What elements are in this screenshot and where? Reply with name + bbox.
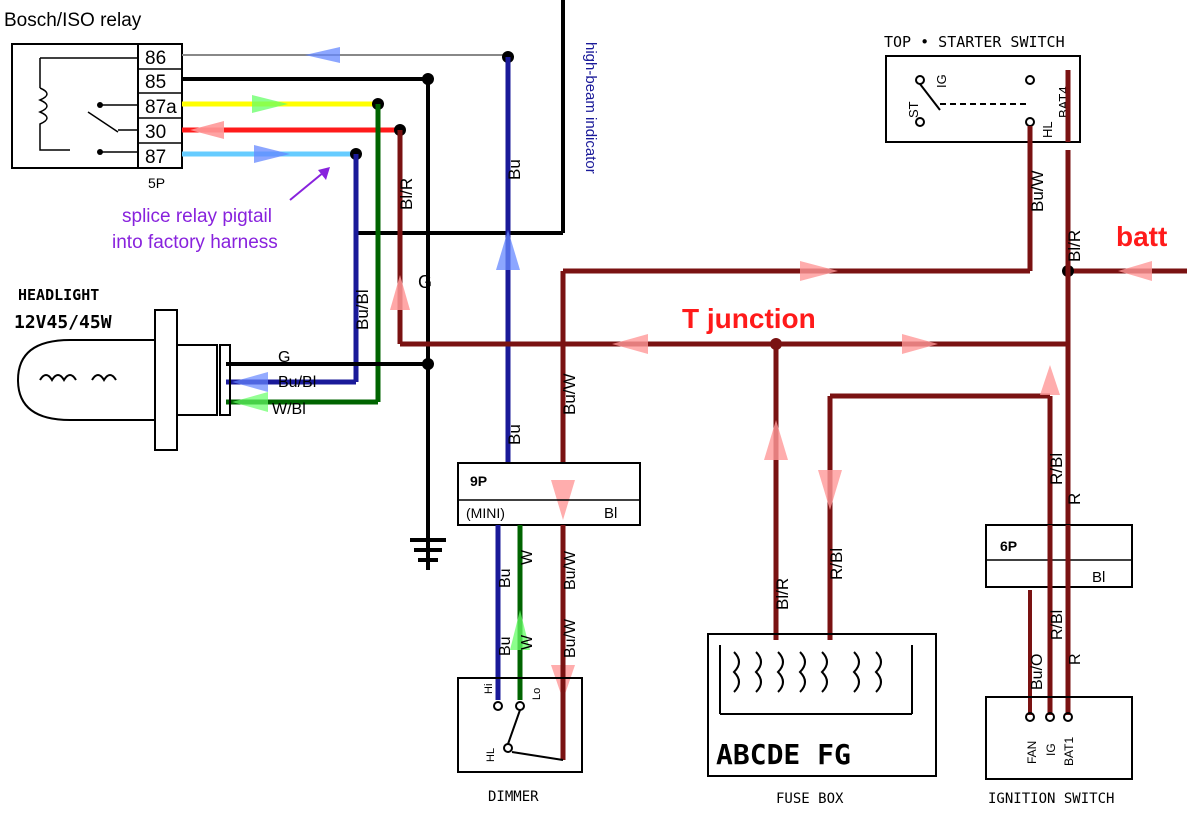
fuse-box: ABCDE FG FUSE BOX — [707, 633, 937, 807]
coil-icon — [38, 58, 70, 151]
starter-pin-hl: HL — [1040, 121, 1055, 138]
arrow-upper-icon — [800, 261, 838, 281]
label-bu-mid: Bu — [505, 424, 524, 445]
harness-wires — [226, 0, 565, 570]
relay-pin-85: 85 — [145, 72, 166, 93]
high-beam-indicator-label: high-beam indicator — [582, 42, 599, 174]
headlight-wire-w-bl: W/Bl — [272, 401, 306, 418]
ignition-switch: FAN IG BAT1 IGNITION SWITCH — [985, 696, 1133, 807]
relay: Bosch/ISO relay 86 85 87a 30 87 5P — [4, 10, 183, 191]
relay-wires — [182, 47, 514, 163]
label-r-bl-fuse: R/Bl — [827, 548, 846, 580]
relay-pin-86: 86 — [145, 48, 166, 69]
dimmer-hl: HL — [485, 748, 497, 762]
arrow-w-icon — [510, 610, 530, 650]
label-r-bl-ign: R/Bl — [1047, 453, 1066, 485]
ign-pin-ig: IG — [1044, 743, 1058, 756]
fuse-box-title: FUSE BOX — [776, 791, 844, 807]
label-bl-r: Bl/R — [397, 178, 416, 210]
relay-connector: 5P — [148, 175, 165, 191]
arrow-30-icon — [190, 121, 224, 139]
connector-9p-name: 9P — [470, 473, 487, 489]
label-r-6p: R — [1067, 653, 1084, 665]
starter-switch: TOP • STARTER SWITCH ST IG HL BAT4 — [884, 33, 1081, 150]
headlight-wire-g: G — [278, 349, 290, 366]
arrow-fuse2-icon — [818, 470, 842, 510]
arrow-bu-icon — [496, 230, 520, 270]
label-w-dim1: W — [519, 549, 536, 565]
label-r-bl-6p: R/Bl — [1049, 610, 1066, 640]
label-bu-w-dim1: Bu/W — [562, 550, 579, 590]
label-bu-o: Bu/O — [1029, 654, 1046, 690]
dimmer-wires: Bu W Bu/W Bu W Bu/W — [495, 525, 579, 760]
label-bu-w: Bu/W — [560, 373, 579, 415]
arrow-bus-left-icon — [612, 334, 648, 354]
headlight-rating: 12V45/45W — [14, 312, 112, 333]
power-bus: T junction batt — [400, 150, 1187, 700]
headlight-title: HEADLIGHT — [18, 286, 99, 304]
splice-arrow-icon — [318, 167, 330, 180]
arrow-ign-icon — [1040, 365, 1060, 395]
relay-pin-87: 87 — [145, 147, 166, 168]
arrow-87a-icon — [252, 95, 288, 113]
ignition-title: IGNITION SWITCH — [988, 791, 1114, 807]
relay-pin-87a: 87a — [145, 97, 177, 118]
label-bu-w-dim2: Bu/W — [562, 618, 579, 658]
label-w-dim2: W — [519, 634, 536, 650]
splice-text-1: splice relay pigtail — [122, 206, 272, 227]
arrow-86-icon — [305, 47, 340, 63]
relay-body — [11, 43, 139, 169]
fuse-icons — [732, 651, 882, 693]
connector-6p: 6P Bl Bu/O R/Bl R — [985, 524, 1133, 715]
arrow-87-icon — [254, 145, 290, 163]
headlight: HEADLIGHT 12V45/45W G Bu/Bl W/Bl — [14, 286, 316, 451]
dimmer-switch-icon — [507, 709, 521, 745]
starter-pin-st: ST — [906, 101, 921, 118]
connector-9p-sub: (MINI) — [466, 505, 505, 521]
bulb-icon — [16, 339, 156, 421]
label-bu-dim1: Bu — [497, 568, 514, 588]
label-bu-dim2: Bu — [497, 636, 514, 656]
ign-pin-bat1: BAT1 — [1062, 737, 1076, 766]
splice-annotation: splice relay pigtail into factory harnes… — [112, 167, 330, 253]
arrow-blr-icon — [390, 275, 410, 310]
splice-text-2: into factory harness — [112, 232, 278, 253]
starter-title: TOP • STARTER SWITCH — [884, 33, 1065, 51]
label-g: G — [418, 272, 432, 292]
arrow-bus-right-icon — [902, 334, 938, 354]
label-bu-top: Bu — [505, 159, 524, 180]
connector-6p-name: 6P — [1000, 538, 1017, 554]
arrow-headlight-hi-icon — [232, 372, 268, 392]
connector-9p: 9P (MINI) Bl — [457, 462, 641, 526]
connector-9p-color: Bl — [604, 505, 617, 522]
arrow-batt-icon — [1118, 261, 1152, 281]
relay-title: Bosch/ISO relay — [4, 10, 142, 31]
label-r-ign: R — [1065, 493, 1084, 505]
dimmer-hi: Hi — [483, 684, 495, 694]
dimmer-lo: Lo — [531, 688, 543, 700]
dimmer: Hi Lo HL DIMMER — [457, 677, 583, 805]
connector-6p-color: Bl — [1092, 569, 1105, 586]
arrow-headlight-lo-icon — [232, 392, 268, 412]
t-junction-label: T junction — [682, 303, 816, 334]
starter-pin-ig: IG — [934, 74, 949, 88]
arrow-fuse1-icon — [764, 420, 788, 460]
dimmer-title: DIMMER — [488, 789, 539, 805]
wire-labels: Bl/R Bu G Bu/Bl Bu/W Bu Bu/W Bl/R Bl/R R… — [353, 159, 1084, 610]
label-bu-w-starter: Bu/W — [1028, 170, 1047, 212]
label-bl-r-starter: Bl/R — [1065, 230, 1084, 262]
relay-pin-30: 30 — [145, 122, 166, 143]
label-bu-bl: Bu/Bl — [353, 289, 372, 330]
filament-icon — [39, 374, 117, 382]
ign-pin-fan: FAN — [1025, 741, 1039, 764]
headlight-wire-bu-bl: Bu/Bl — [278, 374, 316, 391]
fuse-letters: ABCDE FG — [716, 738, 851, 771]
batt-label: batt — [1116, 221, 1167, 252]
label-bl-r-fuse: Bl/R — [773, 578, 792, 610]
